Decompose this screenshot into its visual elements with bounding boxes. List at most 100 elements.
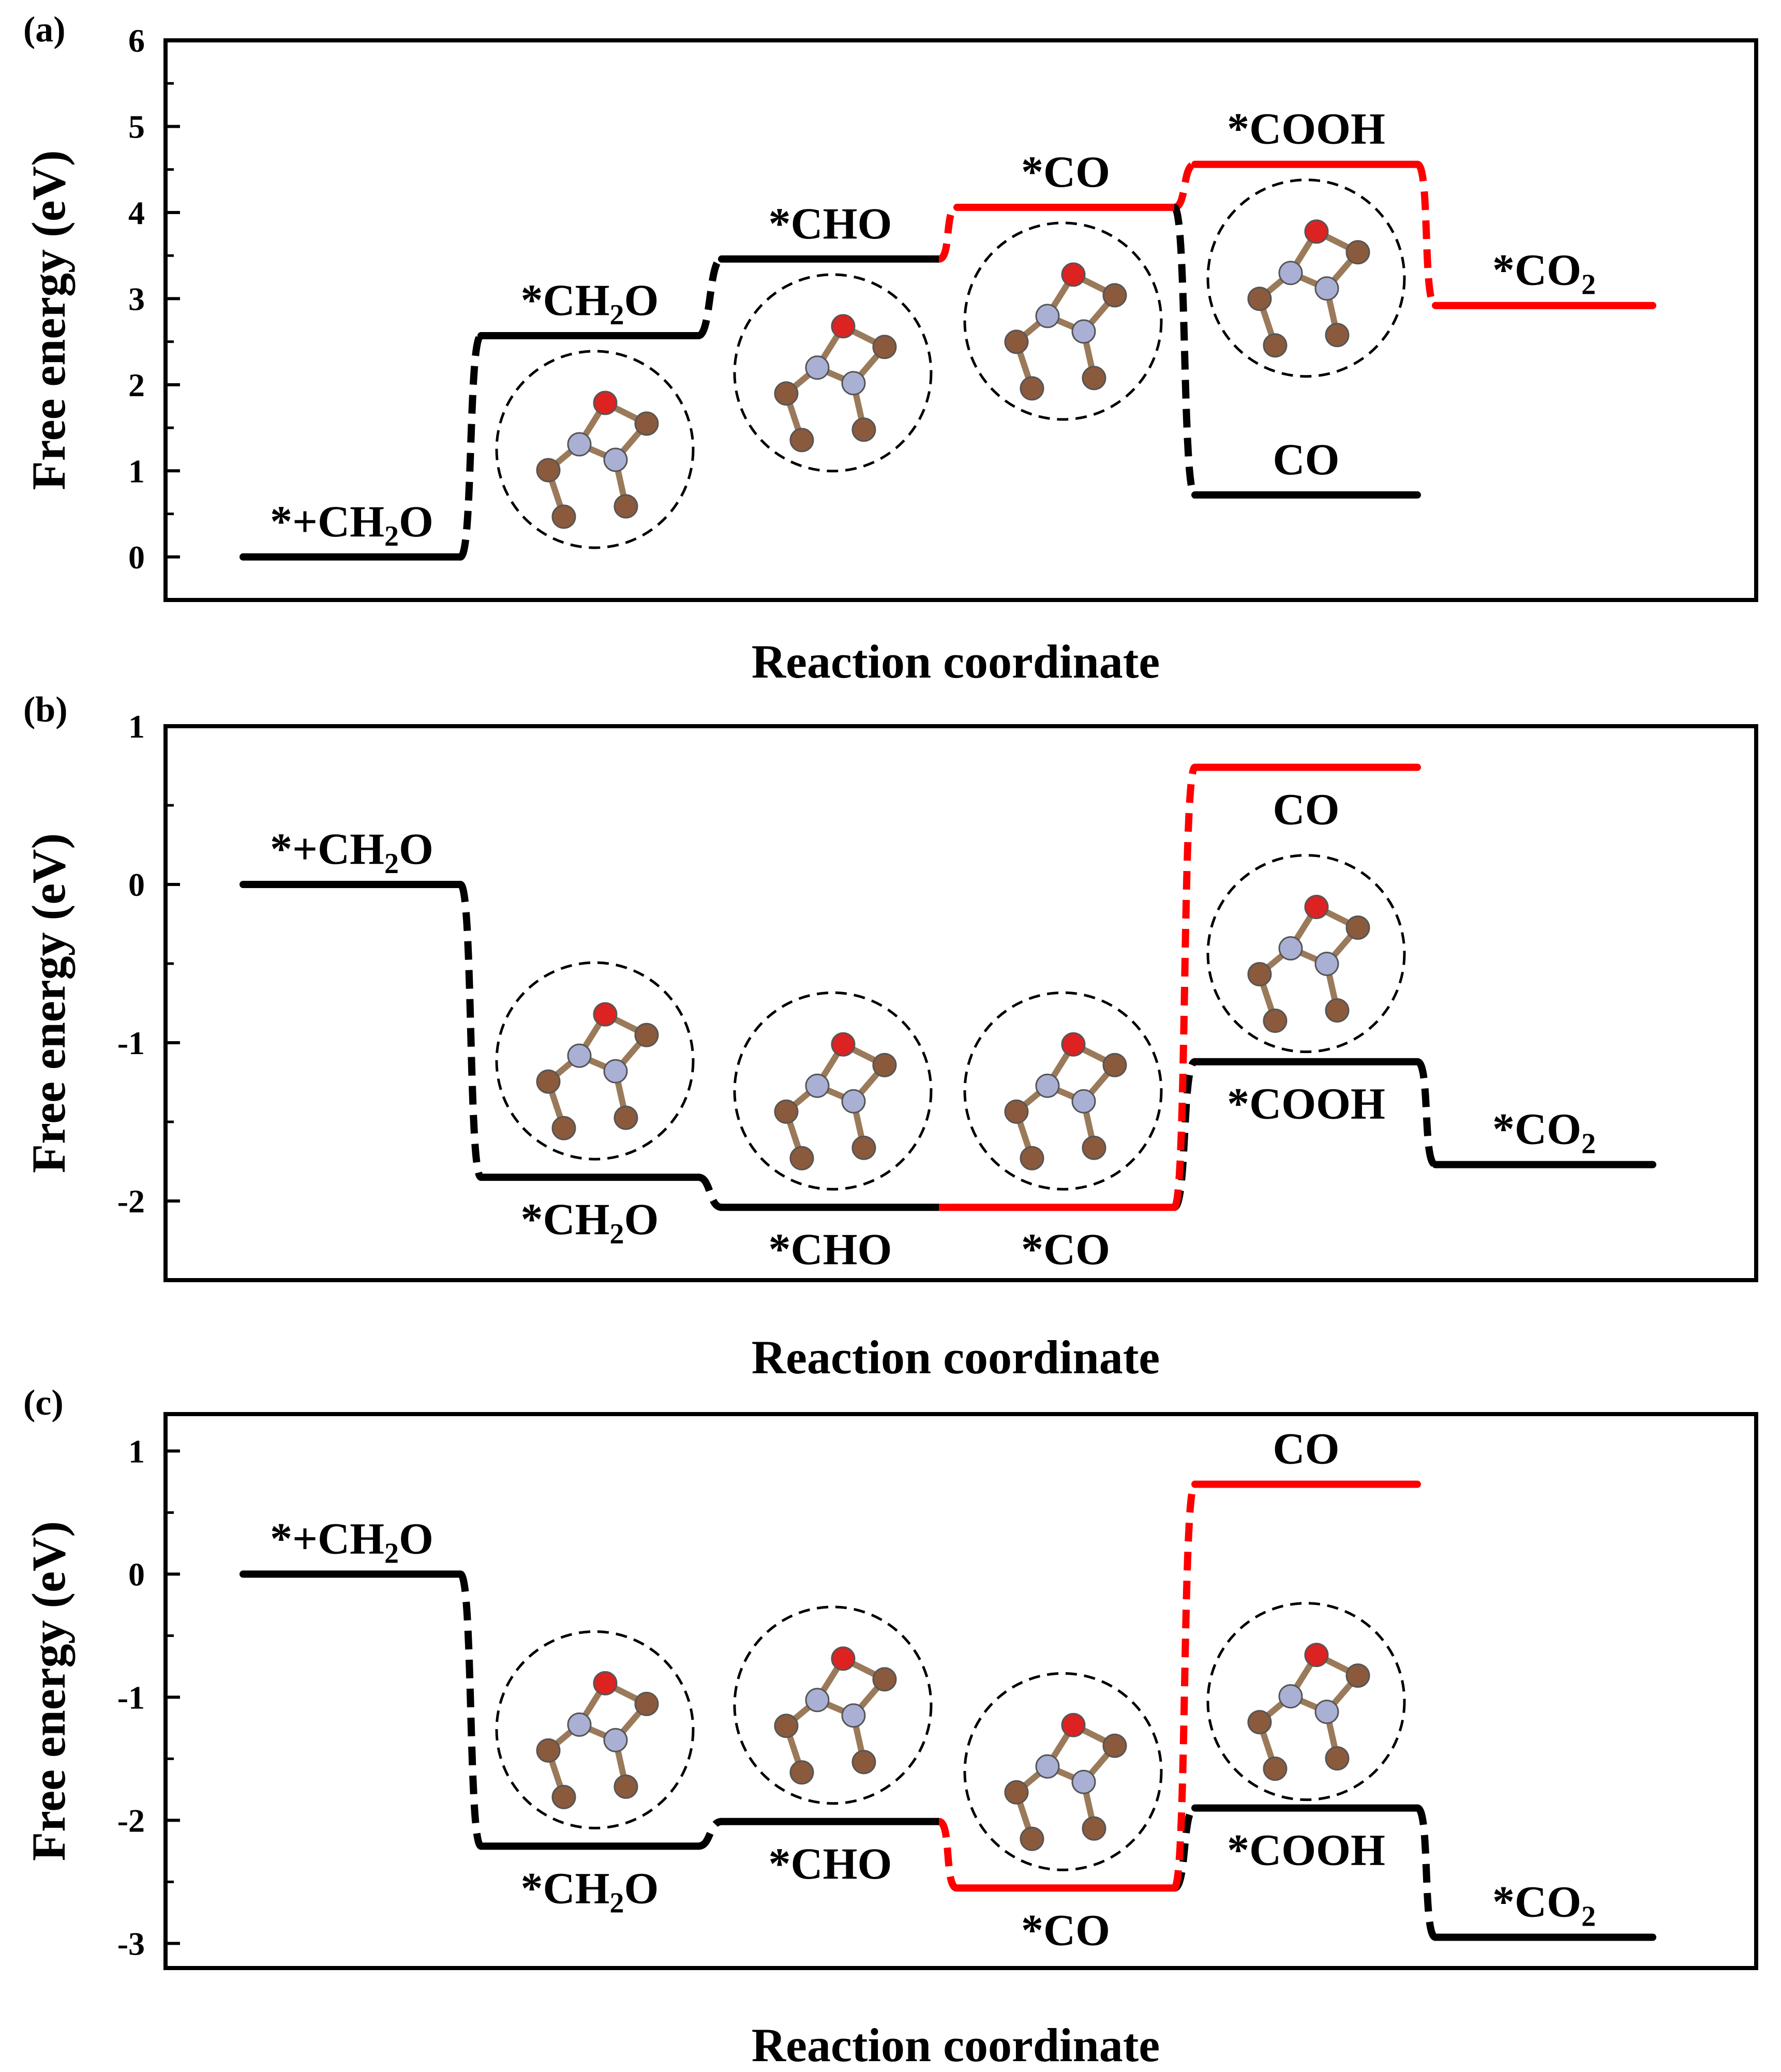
y-tick-label: 0 (128, 866, 145, 903)
molecule-atom (1304, 1643, 1329, 1668)
molecule-atom (1247, 287, 1272, 311)
level-label-main: *CH (521, 1863, 610, 1913)
molecule-atom (1082, 1816, 1106, 1841)
molecule-atom (1071, 319, 1096, 344)
molecule-atom (1278, 261, 1303, 286)
level-label-sub: 2 (384, 1537, 399, 1569)
panel-c: -3-2-101(c)Free energy (eV)Reaction coor… (22, 1383, 1758, 2071)
branch-connector-dashed (1171, 1480, 1199, 1892)
molecule-atom (603, 1059, 628, 1084)
molecule-atom (1278, 1684, 1303, 1709)
molecule-atom (1247, 1710, 1272, 1735)
inset-dashed-circle (1206, 178, 1406, 378)
level-label-tail: O (399, 1513, 433, 1563)
molecule-atom (551, 504, 576, 529)
y-tick-label: 3 (128, 280, 145, 317)
level-label-main: *+CH (270, 497, 384, 546)
molecule-atom (1035, 1073, 1060, 1098)
level-label-sub: 2 (384, 520, 399, 552)
connector-dashed (1415, 1058, 1438, 1168)
molecule-atom (593, 391, 618, 415)
molecule-atom (851, 1135, 876, 1160)
molecule-atom (841, 1089, 866, 1114)
molecule-atom (1004, 1780, 1029, 1805)
molecule-atom (805, 355, 830, 380)
molecule-atom (603, 447, 628, 472)
molecule-inset (495, 350, 695, 549)
level-label: *+CH2O (270, 497, 433, 552)
molecule-atom (1061, 1032, 1086, 1057)
molecule-atom (1304, 895, 1329, 920)
y-tick-label: -3 (117, 1925, 145, 1962)
molecule-inset (495, 961, 695, 1161)
level-label-sub: 2 (384, 848, 399, 880)
y-tick-label: 1 (128, 1433, 145, 1469)
molecule-inset (733, 991, 933, 1191)
y-tick-label: -2 (117, 1802, 145, 1839)
molecule-atom (1061, 262, 1086, 287)
y-tick-label: 1 (128, 453, 145, 489)
molecule-atom (536, 1738, 561, 1763)
molecule-atom (1102, 283, 1127, 308)
level-label-main: *+CH (270, 824, 384, 874)
inset-dashed-circle (495, 350, 695, 549)
branch-label: CO (1273, 434, 1340, 484)
x-axis-label: Reaction coordinate (752, 1331, 1160, 1384)
inset-dashed-circle (733, 1605, 933, 1805)
panel-b: -2-101(b)Free energy (eV)Reaction coordi… (22, 690, 1758, 1384)
x-axis-label: Reaction coordinate (752, 2019, 1160, 2071)
molecule-atom (536, 1069, 561, 1094)
molecule-atom (1071, 1089, 1096, 1114)
molecule-inset (733, 273, 933, 473)
level-label-tail: O (399, 824, 433, 874)
connector-dashed (457, 881, 485, 1181)
molecule-atom (841, 371, 866, 396)
molecule-inset (495, 1630, 695, 1829)
molecule-atom (634, 1023, 659, 1047)
panel-label: (c) (23, 1383, 64, 1423)
level-label-sub: 2 (610, 1887, 624, 1919)
level-label: *CO (1021, 147, 1110, 197)
molecule-atom (1314, 1700, 1339, 1724)
molecule-atom (603, 1728, 628, 1752)
molecule-atom (1020, 1146, 1044, 1170)
molecule-atom (1004, 329, 1029, 354)
molecule-atom (774, 381, 799, 406)
level-label-main: *CO (1021, 147, 1110, 197)
branch-label: CO (1273, 1424, 1340, 1474)
level-label-sub: 2 (1581, 1901, 1596, 1933)
panel-label: (a) (23, 10, 66, 50)
level-label: *CH2O (521, 1194, 659, 1250)
branch-connector-dashed (1171, 763, 1199, 1211)
molecule-atom (1314, 276, 1339, 301)
molecule-atom (1278, 936, 1303, 961)
level-label-tail: O (624, 1194, 659, 1244)
molecule-atom (593, 1671, 618, 1695)
connector-dashed (1415, 160, 1438, 309)
level-label: *CHO (769, 1224, 892, 1274)
level-label: *CHO (769, 199, 892, 248)
molecule-atom (613, 1105, 638, 1130)
molecule-atom (789, 1146, 814, 1170)
connector-dashed (1415, 1804, 1438, 1941)
connector-dashed (697, 1174, 723, 1211)
connector-dashed (697, 1818, 723, 1850)
level-label-main: *CHO (769, 1839, 892, 1888)
level-label-main: *COOH (1227, 1825, 1385, 1875)
level-label-main: *CH (521, 275, 610, 325)
inset-dashed-circle (1206, 854, 1406, 1054)
molecule-atom (1325, 1746, 1350, 1771)
y-tick-label: 0 (128, 539, 145, 576)
inset-dashed-circle (733, 991, 933, 1191)
branch-label: CO (1273, 785, 1340, 834)
molecule-atom (851, 417, 876, 442)
level-label-main: *CHO (769, 1224, 892, 1274)
molecule-atom (805, 1073, 830, 1098)
y-tick-label: -2 (117, 1183, 145, 1220)
molecule-atom (1020, 376, 1044, 401)
molecule-atom (1304, 219, 1329, 244)
level-label: *+CH2O (270, 824, 433, 880)
plot-frame (163, 38, 1758, 602)
molecule-atom (567, 1043, 592, 1068)
